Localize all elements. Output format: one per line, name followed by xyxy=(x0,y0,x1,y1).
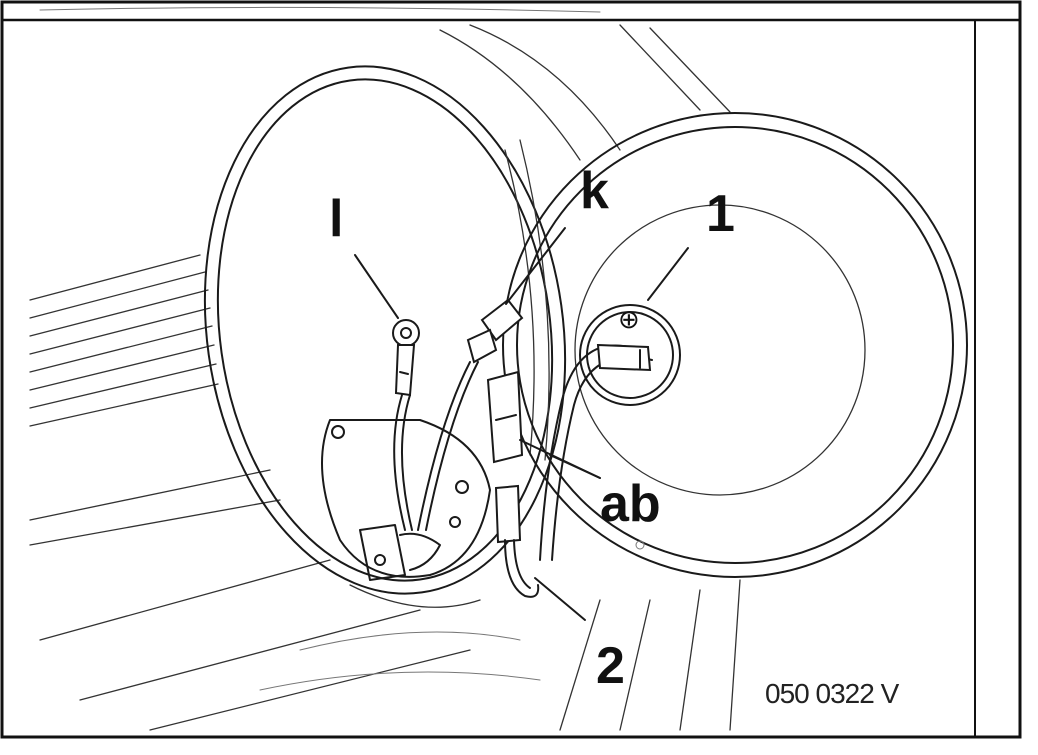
vehicle-body-lines xyxy=(29,24,741,731)
wire-k xyxy=(417,298,524,531)
right-horn xyxy=(502,112,968,578)
frame-border xyxy=(0,0,1022,739)
callout-2: 2 xyxy=(596,637,625,695)
callout-k: k xyxy=(580,162,609,220)
wire-ab xyxy=(486,343,653,561)
figure-reference: 050 0322 V xyxy=(765,678,899,709)
callout-ab: ab xyxy=(600,475,661,533)
left-horn-bracket xyxy=(321,419,491,608)
positive-terminal-symbol: ⊕ xyxy=(618,304,640,334)
left-horn xyxy=(203,65,567,595)
callout-1: 1 xyxy=(706,185,735,243)
wire-2 xyxy=(494,484,540,598)
leader-lines xyxy=(354,227,689,621)
callout-l: l xyxy=(329,190,344,248)
wire-l xyxy=(392,319,420,531)
